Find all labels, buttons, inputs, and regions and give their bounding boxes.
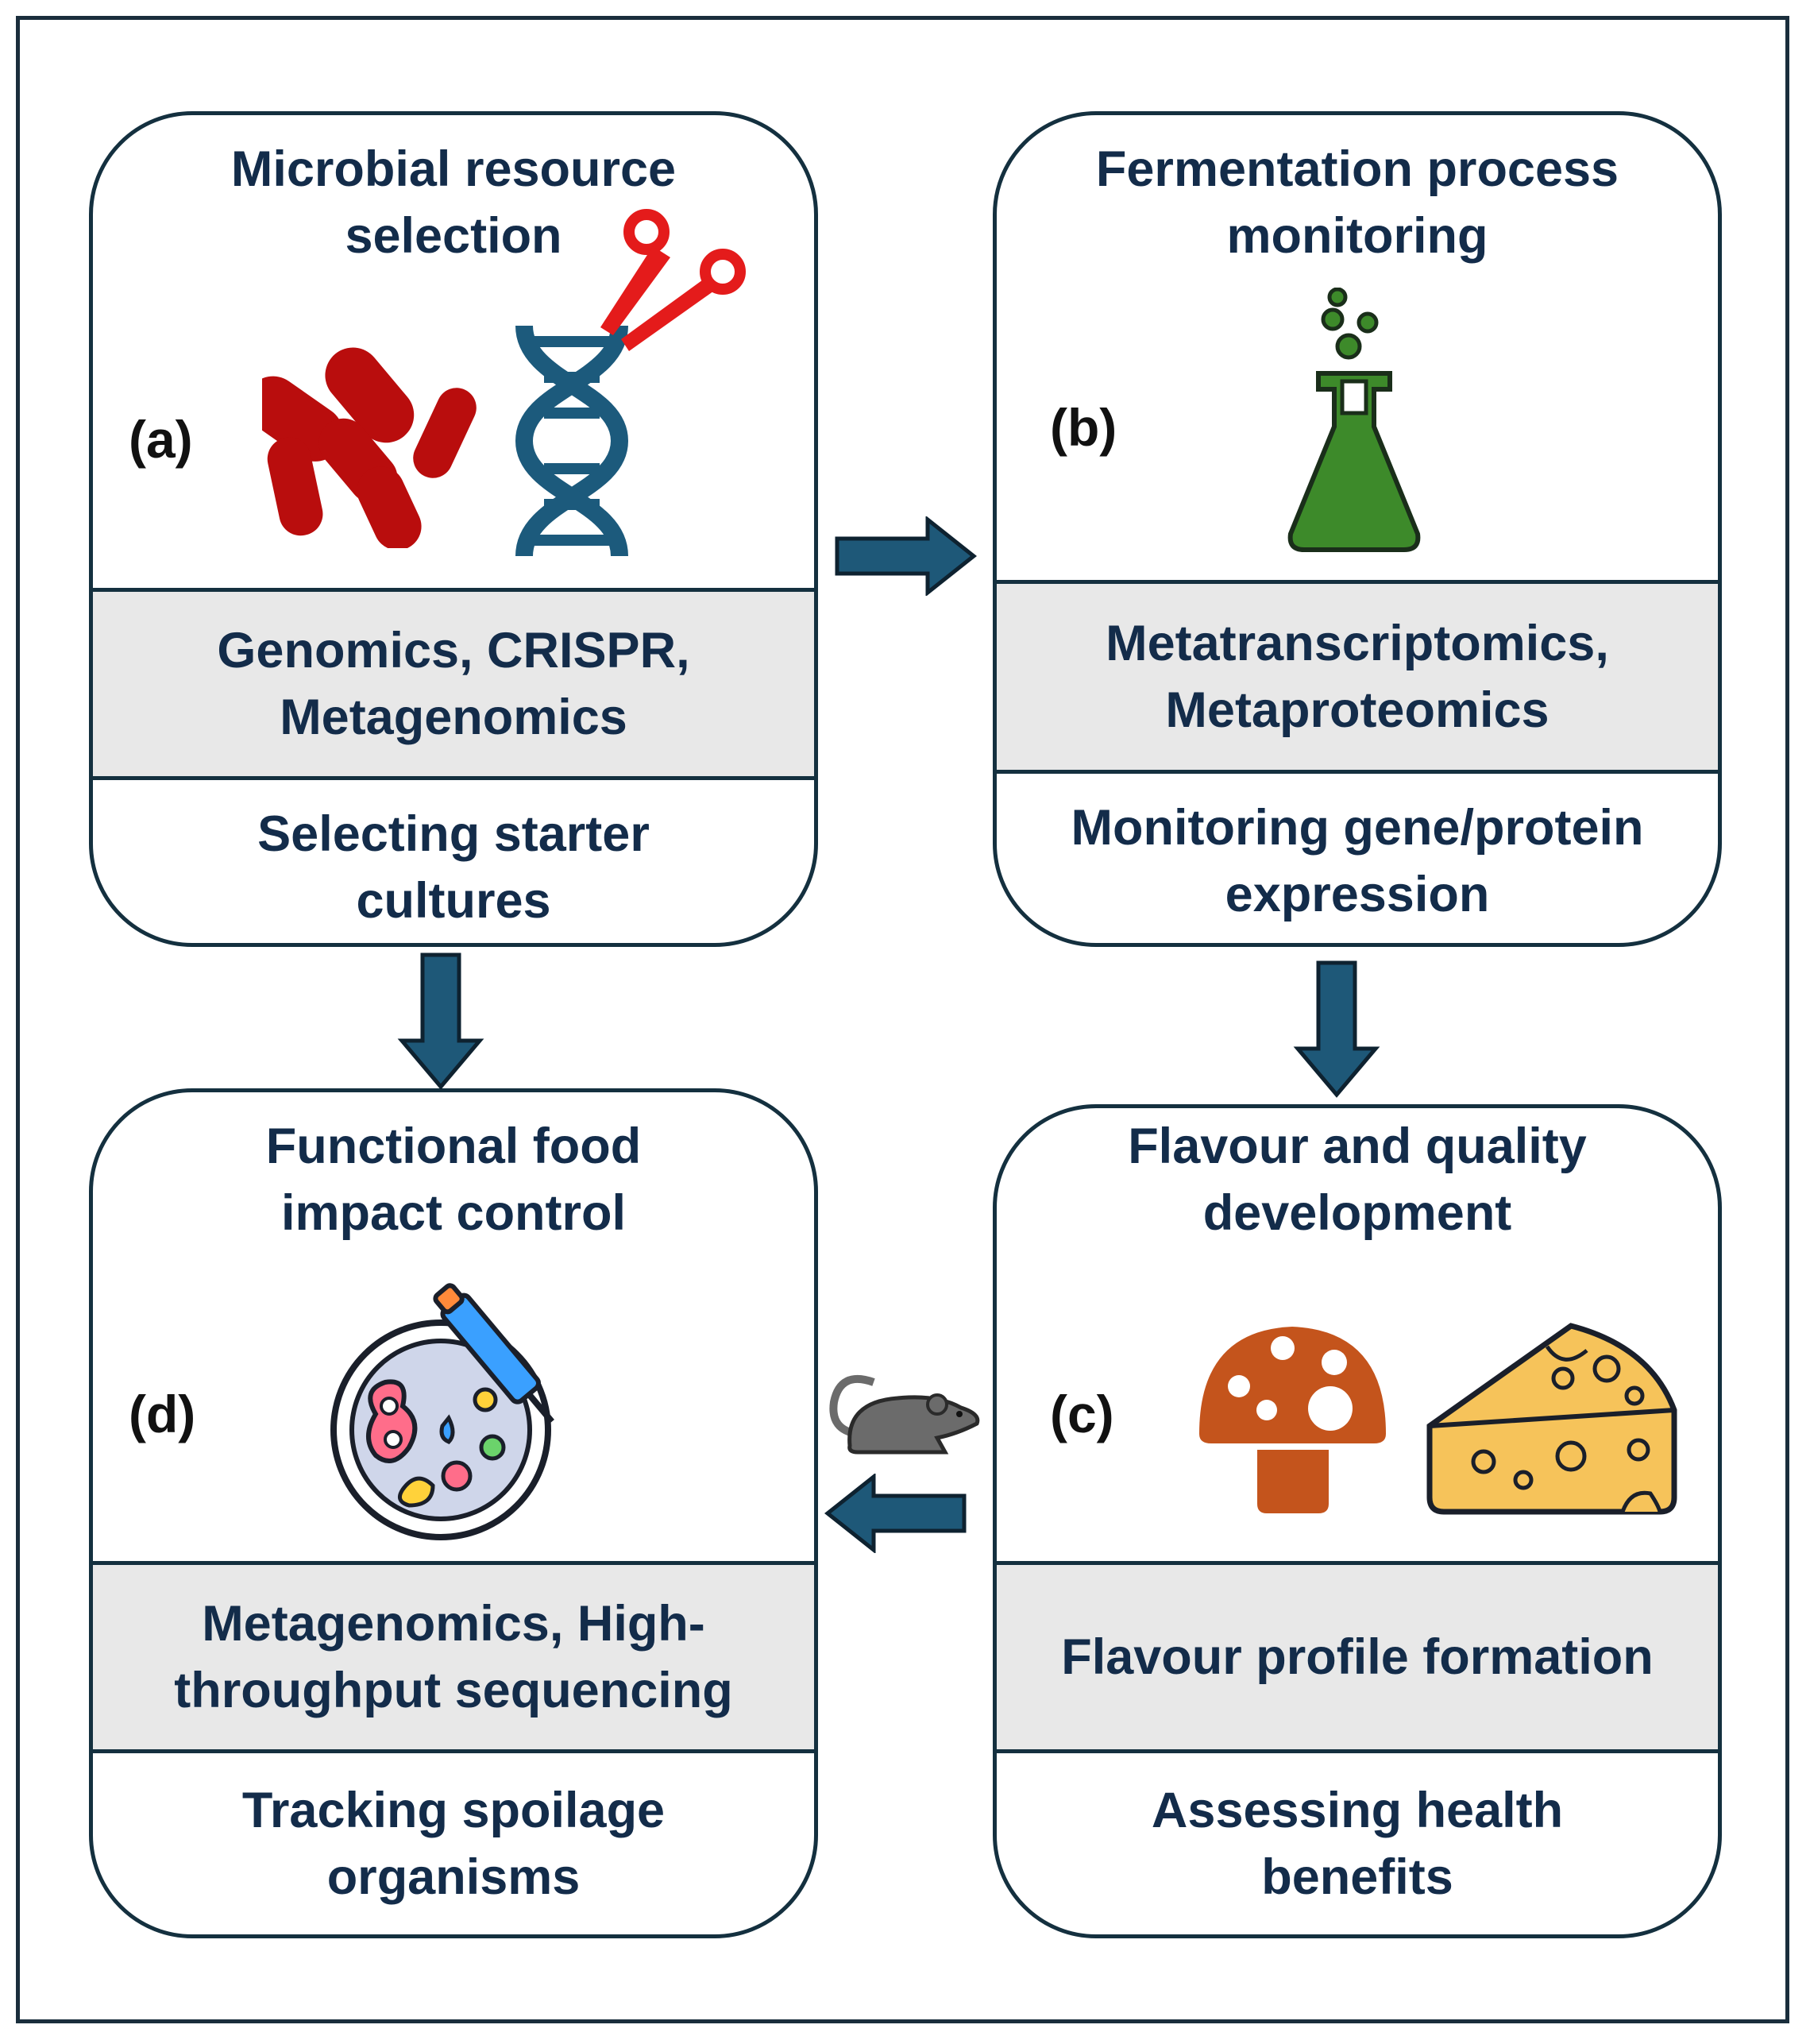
card-b-band-line-1: Metatranscriptomics,	[1106, 616, 1609, 671]
card-d-title: Functional food impact control	[93, 1113, 814, 1246]
card-d-label: (d)	[129, 1385, 196, 1443]
outer-frame	[16, 16, 1789, 2023]
card-b-title: Fermentation process monitoring	[997, 136, 1718, 269]
card-c-methods-band: Flavour profile formation	[997, 1561, 1718, 1753]
mushroom-icon	[1199, 1327, 1386, 1513]
card-b-label: (b)	[1050, 398, 1117, 457]
card-a-title-line-1: Microbial resource	[230, 141, 677, 197]
card-d-band-line-1: Metagenomics, High-	[202, 1596, 705, 1652]
scissors-icon	[600, 209, 746, 351]
arrow-a-to-b	[835, 516, 977, 596]
card-a-foot-line-2: cultures	[356, 873, 551, 929]
card-d-band-line-2: throughput sequencing	[174, 1663, 733, 1718]
arrow-a-to-d	[397, 952, 484, 1090]
arrow-b-to-c	[1293, 960, 1380, 1098]
card-d-foot-line-2: organisms	[326, 1849, 581, 1905]
card-b-application: Monitoring gene/protein expression	[997, 794, 1718, 928]
flask-icon	[1287, 288, 1421, 552]
card-d-title-line-2: impact control	[280, 1185, 627, 1241]
card-c-application: Assessing health benefits	[997, 1777, 1718, 1911]
card-a-title: Microbial resource selection	[93, 136, 814, 269]
mouse-icon	[829, 1375, 980, 1455]
card-c-band-line-1: Flavour profile formation	[1061, 1629, 1654, 1685]
card-b-methods-band: Metatranscriptomics, Metaproteomics	[997, 580, 1718, 774]
card-c-foot-line-2: benefits	[1261, 1849, 1453, 1905]
card-b-title-line-2: monitoring	[1226, 208, 1488, 264]
petri-dish-icon	[330, 1283, 554, 1540]
card-d-foot-line-1: Tracking spoilage	[241, 1783, 666, 1838]
card-b-title-line-1: Fermentation process	[1095, 141, 1619, 197]
card-a-microbial-resource-selection: Microbial resource selection Genomics, C…	[89, 111, 818, 947]
cheese-icon	[1426, 1323, 1677, 1515]
card-d-application: Tracking spoilage organisms	[93, 1777, 814, 1911]
card-c-label: (c)	[1050, 1385, 1114, 1443]
card-c-foot-line-1: Assessing health	[1151, 1783, 1564, 1838]
card-b-band-line-2: Metaproteomics	[1165, 682, 1549, 738]
arrow-c-to-d	[824, 1474, 967, 1553]
card-a-methods-band: Genomics, CRISPR, Metagenomics	[93, 588, 814, 780]
bacteria-icon	[262, 347, 477, 548]
card-b-foot-line-1: Monitoring gene/protein	[1071, 800, 1644, 856]
card-a-band-line-1: Genomics, CRISPR,	[217, 623, 690, 678]
card-a-title-line-2: selection	[345, 208, 562, 264]
card-b-foot-line-2: expression	[1225, 867, 1490, 922]
card-a-foot-line-1: Selecting starter	[257, 806, 650, 862]
card-a-label: (a)	[129, 410, 193, 469]
dna-icon	[515, 325, 629, 557]
card-c-flavour-and-quality-development: Flavour and quality development Flavour …	[993, 1104, 1722, 1938]
card-c-title: Flavour and quality development	[997, 1113, 1718, 1246]
card-d-title-line-1: Functional food	[265, 1119, 642, 1174]
card-c-title-line-1: Flavour and quality	[1128, 1119, 1587, 1174]
card-c-title-line-2: development	[1202, 1185, 1512, 1241]
card-d-methods-band: Metagenomics, High- throughput sequencin…	[93, 1561, 814, 1753]
card-a-application: Selecting starter cultures	[93, 801, 814, 934]
card-a-band-line-2: Metagenomics	[280, 690, 627, 745]
